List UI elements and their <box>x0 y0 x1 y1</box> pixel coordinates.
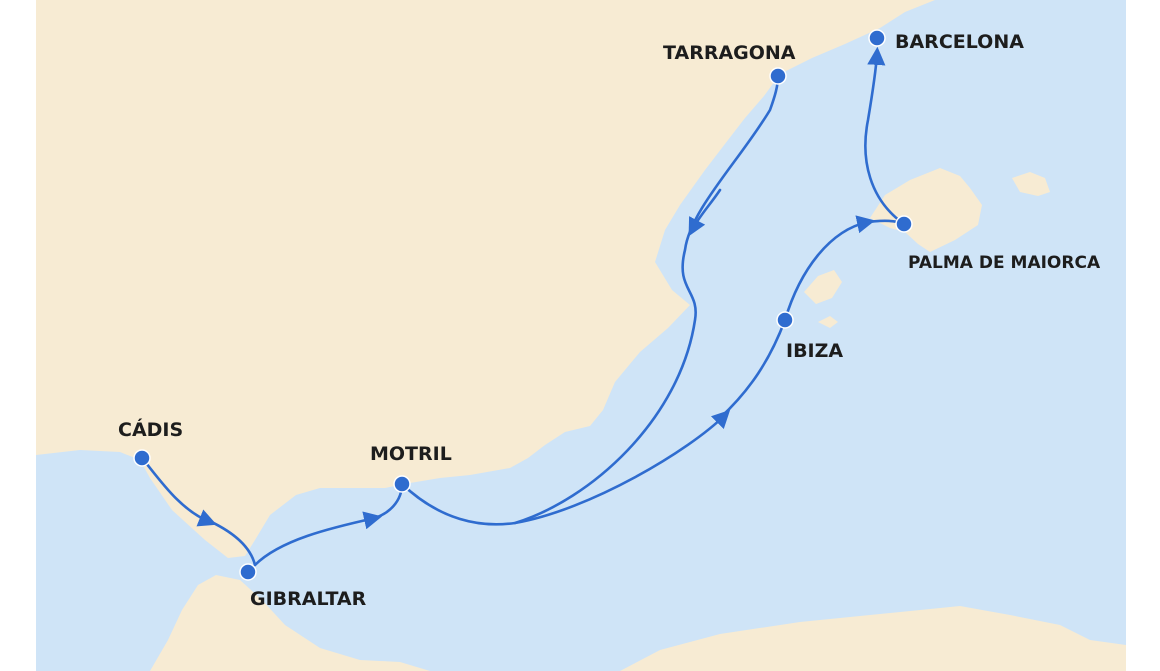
route-palma-barcelona <box>864 46 906 226</box>
land-africa-east <box>620 606 1126 671</box>
port-label-tarragona: TARRAGONA <box>663 42 796 64</box>
route-arrow-south-tarragona <box>688 188 722 237</box>
port-markers <box>133 29 913 581</box>
port-label-palma: PALMA DE MAIORCA <box>908 253 1101 273</box>
land-mallorca <box>870 168 982 252</box>
route-ibiza-palma <box>783 215 876 322</box>
route-motril-tarragona <box>400 74 780 526</box>
land-africa-west <box>150 575 430 671</box>
land-formentera <box>818 316 838 328</box>
port-marker-tarragona[interactable] <box>769 67 787 85</box>
route-ibiza-approach <box>718 318 787 420</box>
port-label-gibraltar: GIBRALTAR <box>250 588 367 610</box>
port-marker-cadiz[interactable] <box>133 449 151 467</box>
land-iberia <box>36 0 935 558</box>
route-cadiz-gibraltar-2 <box>203 517 257 567</box>
port-marker-palma[interactable] <box>895 215 913 233</box>
port-marker-gibraltar[interactable] <box>239 563 257 581</box>
port-label-cadiz: CÁDIS <box>118 418 183 441</box>
port-marker-ibiza[interactable] <box>776 311 794 329</box>
port-marker-barcelona[interactable] <box>868 29 886 47</box>
route-loop-to-ibiza <box>513 409 731 525</box>
land-ibiza <box>804 270 842 304</box>
port-label-barcelona: BARCELONA <box>895 31 1024 53</box>
port-marker-motril[interactable] <box>393 475 411 493</box>
land-menorca <box>1012 172 1050 196</box>
route-gibraltar-motril <box>253 511 383 567</box>
port-label-motril: MOTRIL <box>370 443 452 465</box>
port-label-ibiza: IBIZA <box>786 340 843 362</box>
